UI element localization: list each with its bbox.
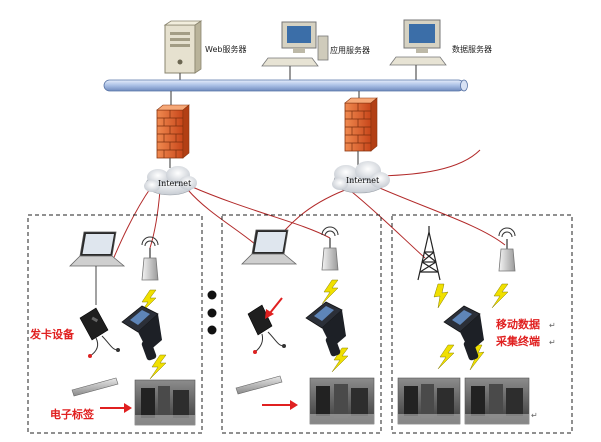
arrow-right-icon <box>100 403 132 413</box>
mobile-terminal-label-line2: 采集终端 <box>495 334 540 348</box>
link-cloud-to-antenna-1 <box>149 189 161 249</box>
rfid-tag-icon <box>235 375 283 395</box>
asset-photo <box>309 377 375 425</box>
network-links <box>111 149 506 263</box>
handheld-terminal-icon <box>443 305 484 361</box>
site-box-2 <box>221 214 382 434</box>
asset-photo <box>134 379 196 426</box>
internet-left-label: Internet <box>158 179 192 188</box>
app-server <box>261 21 329 67</box>
rfid-tag-label: 电子标签 <box>50 407 95 421</box>
laptop-icon <box>69 231 126 305</box>
lightning-bolt-icon <box>437 344 455 370</box>
handheld-terminal-icon <box>121 305 162 361</box>
cell-tower-icon <box>417 226 441 281</box>
web-server-label: Web服务器 <box>205 44 246 54</box>
link-cloud-to-laptop-2 <box>187 189 263 251</box>
lightning-bolt-icon <box>433 283 449 309</box>
network-backbone-bus <box>103 79 468 92</box>
asset-photo <box>464 377 530 425</box>
lightning-bolt-icon <box>491 283 509 309</box>
site-box-1 <box>27 214 203 434</box>
card-issuer-device-icon <box>247 304 286 354</box>
asset-photo <box>397 377 461 425</box>
link-cloud-right-external <box>377 149 481 177</box>
firewall-right <box>344 97 378 152</box>
internet-cloud-right <box>332 161 390 194</box>
rfid-tag-icon <box>71 377 119 397</box>
antenna-icon <box>321 226 339 271</box>
internet-right-label: Internet <box>346 176 380 185</box>
ellipsis-dot <box>207 325 217 335</box>
return-mark: ↵ <box>549 338 556 347</box>
firewall-left <box>156 104 190 159</box>
laptop-icon <box>241 229 298 265</box>
antenna-icon <box>141 236 159 281</box>
card-issuer-device-icon <box>79 307 120 358</box>
arrow-right-icon <box>262 400 298 410</box>
mobile-terminal-label-line1: 移动数据 <box>496 317 540 331</box>
database-server <box>389 19 447 66</box>
handheld-terminal-icon <box>305 301 346 357</box>
lightning-bolt-icon <box>321 279 339 305</box>
link-cloud-to-laptop-1 <box>111 185 153 263</box>
return-mark: ↵ <box>531 411 538 420</box>
web-server <box>163 20 203 74</box>
link-cloud-to-antenna-2 <box>189 185 331 239</box>
site-box-3 <box>391 214 573 434</box>
ellipsis-dot <box>207 290 217 300</box>
card-issuer-label: 发卡设备 <box>29 327 75 341</box>
link-cloud-right-to-antenna-3 <box>374 185 506 246</box>
arrow-down-left-icon <box>265 297 283 319</box>
antenna-icon <box>498 227 516 272</box>
lightning-bolt-icon <box>331 347 349 373</box>
database-server-label: 数据服务器 <box>452 44 492 54</box>
return-mark: ↵ <box>549 321 556 330</box>
ellipsis-dot <box>207 308 217 318</box>
app-server-label: 应用服务器 <box>330 45 370 55</box>
lightning-bolt-icon <box>149 354 167 380</box>
internet-cloud-left <box>144 166 197 196</box>
